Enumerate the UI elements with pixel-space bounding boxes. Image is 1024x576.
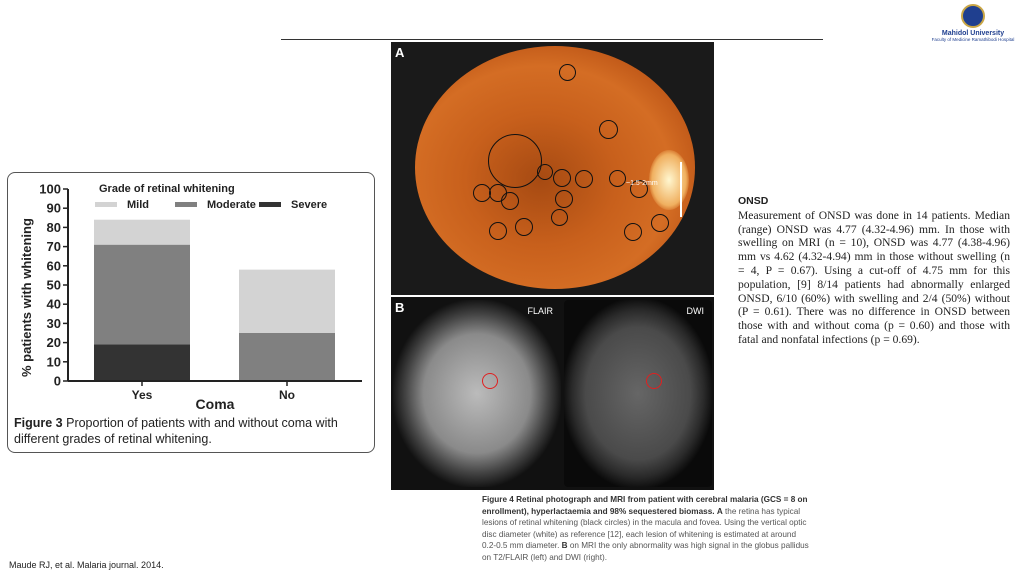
lesion-circle: [501, 192, 519, 210]
y-tick-label: 90: [47, 201, 61, 216]
y-tick-label: 80: [47, 220, 61, 235]
lesion-circle: [551, 209, 568, 226]
x-tick-label-no: No: [279, 388, 295, 402]
citation: Maude RJ, et al. Malaria journal. 2014.: [9, 560, 164, 570]
y-tick-label: 60: [47, 258, 61, 273]
onsd-paragraph: Measurement of ONSD was done in 14 patie…: [738, 208, 1010, 346]
legend-label-severe: Severe: [291, 199, 327, 211]
lesion-circle: [630, 180, 648, 198]
caption-a-label: A: [716, 506, 723, 516]
retinal-photo-panel: ~1.5-2mm A: [391, 42, 714, 295]
flair-mri-image: FLAIR: [393, 300, 561, 487]
header-rule: [281, 39, 823, 40]
lesion-marker-circle: [646, 373, 662, 389]
y-tick-label: 50: [47, 278, 61, 293]
caption-b-text: on MRI the only abnormality was high sig…: [482, 541, 809, 562]
bar-mild-no: [239, 269, 335, 333]
y-tick-label: 10: [47, 354, 61, 369]
university-logo: Mahidol University Faculty of Medicine R…: [925, 4, 1021, 42]
figure3-caption-text: Proportion of patients with and without …: [14, 416, 338, 446]
y-tick-label: 100: [39, 182, 61, 197]
panel-b-label: B: [395, 300, 405, 315]
mri-panel: FLAIR DWI B: [391, 297, 714, 490]
legend-label-mild: Mild: [127, 199, 149, 211]
y-tick-label: 20: [47, 335, 61, 350]
scale-arrow: [680, 162, 682, 217]
optic-disc: [649, 150, 689, 210]
panel-a-label: A: [395, 45, 405, 60]
figure4-label: Figure 4: [482, 495, 514, 504]
y-tick-label: 30: [47, 316, 61, 331]
lesion-circle: [553, 169, 571, 187]
figure3-label: Figure 3: [14, 416, 63, 430]
lesion-circle: [515, 218, 533, 236]
logo-name: Mahidol University: [941, 30, 1005, 37]
figure3-caption: Figure 3 Proportion of patients with and…: [14, 415, 369, 447]
bar-severe-yes: [94, 344, 190, 381]
lesion-circle: [555, 190, 573, 208]
figure3-chart: Yes No 0 10 20 30 40 50 60 70 80 90 100 Grade of ret…: [19, 182, 362, 412]
bar-mild-yes: [94, 219, 190, 245]
caption-b-label: B: [561, 541, 568, 550]
figure4-caption-title: Retinal photograph and MRI from patient …: [482, 495, 808, 516]
y-tick-label: 70: [47, 239, 61, 254]
legend-swatch-severe: [259, 202, 281, 207]
x-tick-label-yes: Yes: [132, 388, 153, 402]
y-axis-label: % patients with whitening: [19, 218, 34, 377]
retinal-fundus-image: [415, 46, 695, 289]
lesion-marker-circle: [482, 373, 498, 389]
lesion-circle: [489, 222, 507, 240]
legend-title: Grade of retinal whitening: [99, 183, 235, 195]
onsd-section: ONSD Measurement of ONSD was done in 14 …: [738, 195, 1010, 347]
legend-swatch-moderate: [175, 202, 197, 207]
lesion-circle: [599, 120, 618, 139]
x-axis-label: Coma: [196, 396, 235, 412]
y-tick-label: 0: [54, 374, 61, 389]
lesion-circle: [575, 170, 593, 188]
scale-label: ~1.5-2mm: [626, 180, 658, 187]
legend-label-moderate: Moderate: [207, 199, 256, 211]
dwi-label: DWI: [686, 306, 705, 316]
bar-moderate-yes: [94, 244, 190, 345]
lesion-circle: [609, 170, 626, 187]
y-tick-label: 40: [47, 297, 61, 312]
lesion-circle: [488, 134, 542, 188]
legend-swatch-mild: [95, 202, 117, 207]
lesion-circle: [651, 214, 669, 232]
logo-subtitle: Faculty of Medicine Ramathibodi Hospital: [931, 37, 1015, 42]
flair-label: FLAIR: [527, 306, 553, 316]
figure4-caption: Figure 4 Retinal photograph and MRI from…: [482, 494, 812, 563]
lesion-circle: [559, 64, 576, 81]
bar-moderate-no: [239, 333, 335, 381]
caption-a-text: the retina has typical lesions of retina…: [482, 506, 807, 551]
lesion-circle: [624, 223, 642, 241]
university-seal-icon: [961, 4, 985, 28]
figure3-frame: [7, 172, 375, 453]
dwi-mri-image: DWI: [564, 300, 712, 487]
onsd-heading: ONSD: [738, 195, 769, 207]
